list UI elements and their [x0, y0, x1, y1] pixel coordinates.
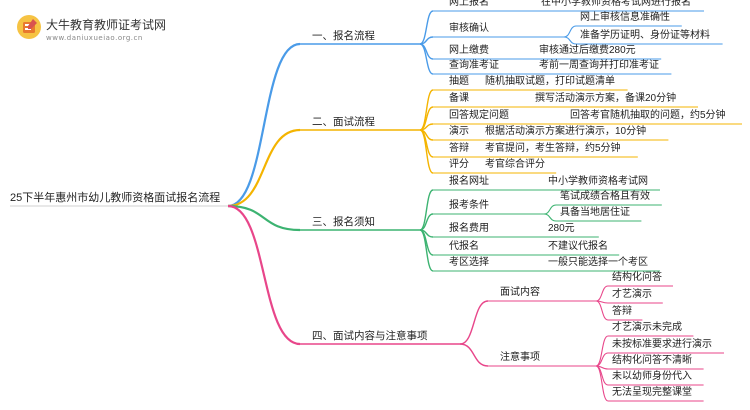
leaf-label: 结构化问答	[612, 272, 662, 283]
leaf-label: 根据活动演示方案进行演示，10分钟	[485, 126, 647, 137]
book-pencil-icon	[16, 14, 42, 45]
branch-title: 二、面试流程	[312, 116, 375, 128]
branch-title: 三、报名须知	[312, 216, 375, 228]
leaf-label: 无法呈现完整课堂	[612, 387, 692, 398]
leaf-label: 才艺演示	[612, 289, 652, 300]
leaf-label: 考官提问，考生答辩，约5分钟	[485, 143, 621, 154]
leaf-connector	[595, 300, 609, 321]
leaf-connector	[595, 335, 609, 367]
leaf-connector	[543, 204, 557, 215]
branch-connector	[227, 204, 301, 346]
branch-connector	[227, 204, 301, 232]
root-topic: 25下半年惠州市幼儿教师资格面试报名流程	[10, 192, 221, 204]
subtopic-label: 抽题	[449, 76, 469, 87]
leaf-label: 在中小学教师资格考试网进行报名	[541, 0, 691, 8]
leaf-label: 未以幼师身份代入	[612, 371, 692, 382]
subtopic-connector	[419, 43, 434, 75]
leaf-label: 审核通过后缴费280元	[539, 45, 636, 56]
subtopic-label: 回答规定问题	[449, 110, 509, 121]
subtopic-connector	[459, 300, 489, 345]
subtopic-label: 报考条件	[449, 200, 489, 211]
subtopic-label: 报名网址	[449, 176, 489, 187]
subtopic-label: 演示	[449, 126, 469, 137]
subtopic-label: 查询准考证	[449, 60, 499, 71]
branch-title: 四、面试内容与注意事项	[312, 330, 428, 342]
leaf-label: 撰写活动演示方案，备课20分钟	[535, 93, 677, 104]
subtopic-connector	[419, 123, 434, 131]
leaf-label: 回答考官随机抽取的问题，约5分钟	[570, 110, 726, 121]
subtopic-label: 注意事项	[500, 352, 540, 363]
leaf-label: 才艺演示未完成	[612, 322, 682, 333]
brand-url: www.daniuxueiao.org.cn	[46, 34, 143, 42]
leaf-label: 中小学教师资格考试网	[548, 176, 648, 187]
leaf-label: 具备当地居住证	[560, 207, 630, 218]
branch-connector	[227, 128, 301, 208]
subtopic-label: 代报名	[449, 241, 479, 252]
branch-connector	[227, 42, 301, 208]
subtopic-label: 面试内容	[500, 287, 540, 298]
leaf-label: 随机抽取试题，打印试题清单	[485, 76, 615, 87]
leaf-label: 一般只能选择一个考区	[548, 257, 648, 268]
leaf-label: 结构化问答不清晰	[612, 355, 692, 366]
subtopic-label: 备课	[449, 93, 469, 104]
leaf-label: 网上审核信息准确性	[580, 12, 670, 23]
subtopic-label: 报名费用	[449, 223, 489, 234]
subtopic-connector	[419, 129, 434, 174]
subtopic-label: 考区选择	[449, 257, 489, 268]
subtopic-connector	[419, 189, 434, 231]
leaf-connector	[595, 285, 609, 302]
subtopic-label: 评分	[449, 159, 469, 170]
subtopic-label: 网上报名	[449, 0, 489, 8]
leaf-label: 未按标准要求进行演示	[612, 339, 712, 350]
subtopic-connector	[419, 10, 434, 45]
leaf-label: 准备学历证明、身份证等材料	[580, 30, 710, 41]
subtopic-connector	[459, 343, 489, 367]
leaf-connector	[563, 36, 577, 45]
leaf-connector	[543, 213, 557, 222]
subtopic-label: 答辩	[449, 143, 469, 154]
leaf-connector	[563, 25, 577, 38]
leaf-label: 280元	[548, 223, 575, 234]
subtopic-label: 网上缴费	[449, 45, 489, 56]
leaf-connector	[595, 365, 609, 402]
branch-title: 一、报名流程	[312, 30, 375, 42]
subtopic-label: 审核确认	[449, 23, 489, 34]
leaf-label: 不建议代报名	[548, 241, 608, 252]
subtopic-connector	[419, 229, 434, 272]
leaf-label: 答辩	[612, 306, 632, 317]
leaf-label: 笔试成绩合格且有效	[560, 191, 650, 202]
leaf-label: 考官综合评分	[485, 159, 545, 170]
leaf-label: 考前一周查询并打印准考证	[539, 60, 659, 71]
brand-name: 大牛教育教师证考试网	[46, 18, 167, 32]
